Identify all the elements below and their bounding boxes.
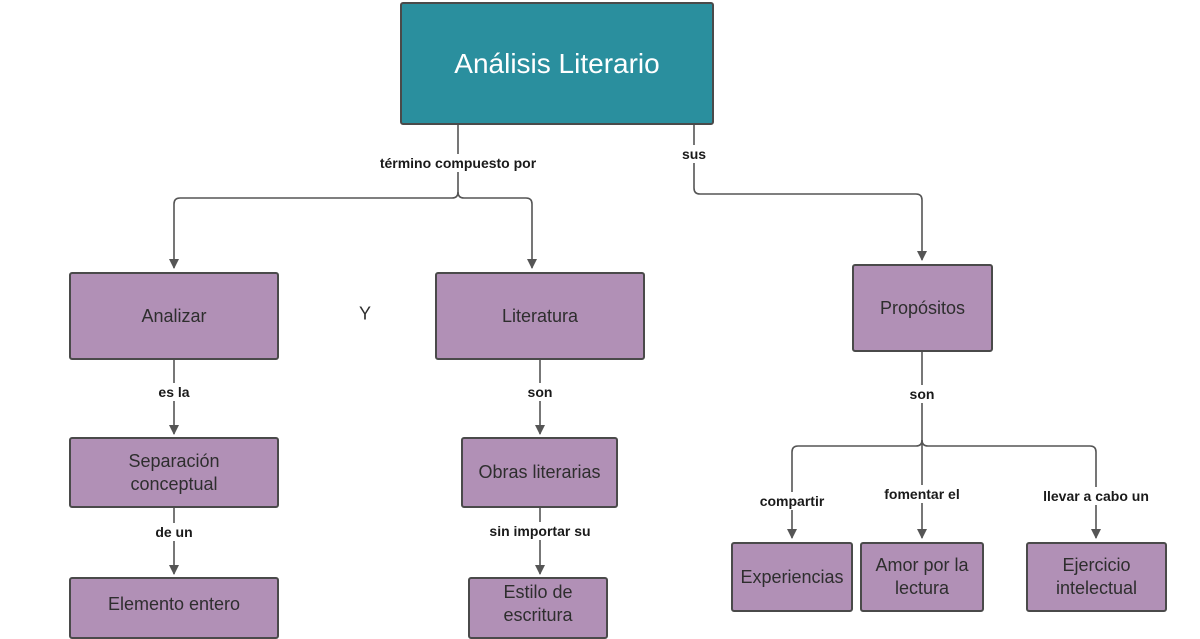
edge-root-literatura xyxy=(457,191,537,269)
label-fomentar-el: fomentar el xyxy=(882,485,962,503)
label-de-un: de un xyxy=(153,523,195,541)
node-experiencias: Experiencias xyxy=(731,542,853,612)
node-label: Elemento entero xyxy=(107,593,241,614)
edge-propositos-experiencias xyxy=(787,439,923,539)
node-analizar: Analizar xyxy=(69,272,279,360)
node-analisis-literario: Análisis Literario xyxy=(400,2,714,125)
node-label: Estilo de escritura xyxy=(503,582,573,625)
label-termino-compuesto-por: término compuesto por xyxy=(377,154,539,172)
node-literatura: Literatura xyxy=(435,272,645,360)
edge-root-propositos xyxy=(693,125,927,261)
label-llevar-a-cabo-un: llevar a cabo un xyxy=(1041,487,1151,505)
node-label: Analizar xyxy=(141,305,207,326)
node-label: Amor por la lectura xyxy=(875,555,969,598)
node-propositos: Propósitos xyxy=(852,264,993,352)
label-son-propositos: son xyxy=(907,385,937,403)
node-separacion-conceptual: Separación conceptual xyxy=(69,437,279,508)
conjunction-y: Y xyxy=(358,303,372,324)
node-label: Literatura xyxy=(501,305,579,326)
node-label: Análisis Literario xyxy=(454,48,660,79)
node-ejercicio-intelectual: Ejercicio intelectual xyxy=(1026,542,1167,612)
node-label: Propósitos xyxy=(879,297,966,318)
label-sin-importar-su: sin importar su xyxy=(487,522,593,540)
node-label: Obras literarias xyxy=(478,462,601,482)
node-estilo-de-escritura: Estilo de escritura xyxy=(468,577,608,639)
label-es-la: es la xyxy=(156,383,192,401)
node-obras-literarias: Obras literarias xyxy=(461,437,618,508)
label-compartir: compartir xyxy=(757,492,827,510)
edge-root-analizar xyxy=(169,125,459,269)
node-amor-por-la-lectura: Amor por la lectura xyxy=(860,542,984,612)
node-label: Experiencias xyxy=(740,566,844,587)
label-son-literatura: son xyxy=(525,383,555,401)
node-label: Ejercicio intelectual xyxy=(1055,555,1138,598)
node-label: Separación conceptual xyxy=(128,450,220,494)
label-sus: sus xyxy=(679,145,709,163)
edge-propositos-ejercicio xyxy=(921,439,1101,539)
